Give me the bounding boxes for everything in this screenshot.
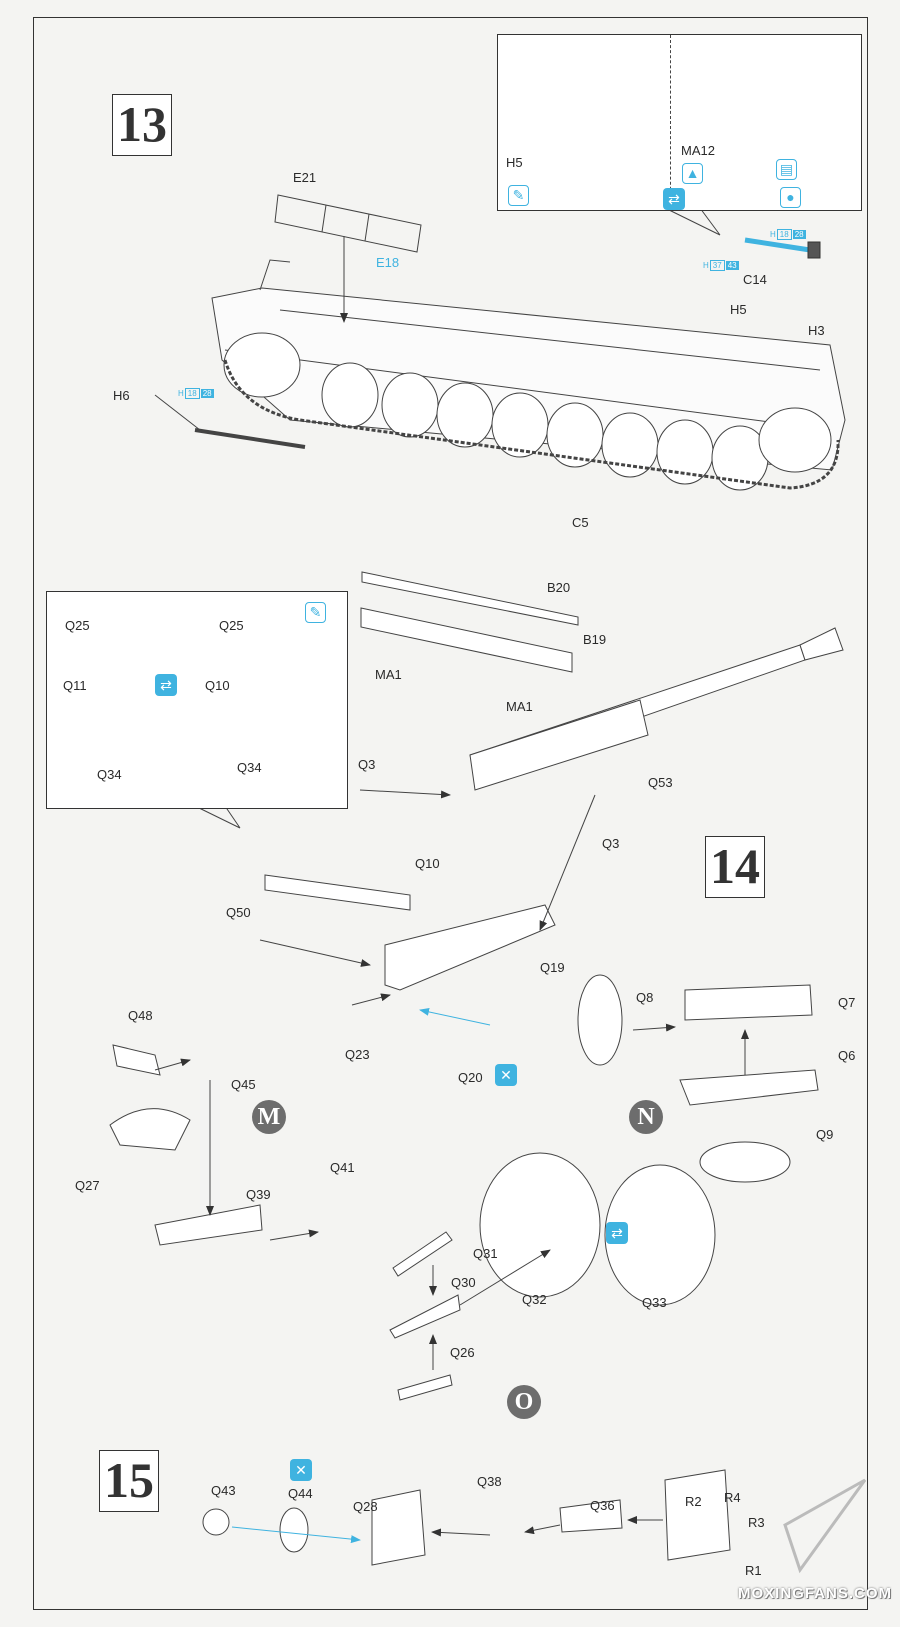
paint-ref-c14-top: H 18 28 [770, 229, 806, 240]
substep-n-badge: N [629, 1100, 663, 1134]
label-q45: Q45 [231, 1077, 256, 1092]
label-q31: Q31 [473, 1246, 498, 1261]
label-q30: Q30 [451, 1275, 476, 1290]
label-q33: Q33 [642, 1295, 667, 1310]
label-q6: Q6 [838, 1048, 856, 1063]
label-q10: Q10 [415, 856, 440, 871]
label-c5: C5 [572, 515, 589, 530]
detail-inset-left: Q25 Q25 Q11 Q10 Q34 Q34 ⇄ ✎ [46, 591, 348, 809]
label-q34-left: Q34 [97, 767, 122, 782]
label-h6: H6 [113, 388, 130, 403]
detail-inset-top: H5 MA12 ✎ ▲ ▤ ● [497, 34, 862, 211]
label-h3: H3 [808, 323, 825, 338]
label-q9: Q9 [816, 1127, 834, 1142]
label-b20: B20 [547, 580, 571, 595]
label-q11: Q11 [63, 678, 87, 693]
watermark-text: MOXINGFANS.COM [738, 1585, 893, 1602]
label-e21: E21 [293, 170, 317, 185]
label-q25-right: Q25 [219, 618, 244, 633]
substep-o-badge: O [507, 1385, 541, 1419]
part-e21-drawing [274, 194, 422, 253]
paint-ref-h6: H 18 28 [178, 388, 214, 399]
label-q53: Q53 [648, 775, 673, 790]
raise-icon: ▲ [682, 163, 703, 184]
label-q43: Q43 [211, 1483, 236, 1498]
label-q25-left: Q25 [65, 618, 90, 633]
label-q8: Q8 [636, 990, 654, 1005]
label-q34-right: Q34 [237, 760, 262, 775]
flip-side-icon: ⇄ [663, 188, 685, 210]
label-q3-top: Q3 [358, 757, 376, 772]
label-r2: R2 [685, 1494, 702, 1509]
label-q50: Q50 [226, 905, 251, 920]
label-q36: Q36 [590, 1498, 615, 1513]
substep-m-badge: M [252, 1100, 286, 1134]
label-q7: Q7 [838, 995, 856, 1010]
flip-side-icon: ⇄ [155, 674, 177, 696]
label-c14: C14 [743, 272, 767, 287]
label-q48: Q48 [128, 1008, 153, 1023]
label-h5: H5 [506, 155, 523, 170]
label-q41: Q41 [330, 1160, 355, 1175]
road-wheels-drawing [223, 332, 832, 491]
watermark-logo [783, 1478, 867, 1574]
label-q19: Q19 [540, 960, 565, 975]
part-b19-b20-drawing [360, 571, 579, 673]
flip-side-icon: ⇄ [606, 1222, 628, 1244]
step-15-badge: 15 [99, 1450, 159, 1512]
do-not-glue-icon: ✕ [290, 1459, 312, 1481]
label-e18: E18 [376, 255, 400, 270]
label-r1: R1 [745, 1563, 762, 1578]
etch-texture-icon: ▤ [776, 159, 797, 180]
label-r4: R4 [724, 1490, 741, 1505]
step-13-badge: 13 [112, 94, 172, 156]
label-q38: Q38 [477, 1474, 502, 1489]
label-q27: Q27 [75, 1178, 100, 1193]
label-b19: B19 [583, 632, 607, 647]
label-q10: Q10 [205, 678, 230, 693]
gun-barrel-drawing [469, 627, 844, 791]
label-q39: Q39 [246, 1187, 271, 1202]
label-ma1-right: MA1 [506, 699, 533, 714]
paint-brush-icon: ✎ [508, 185, 529, 206]
label-r3: R3 [748, 1515, 765, 1530]
label-ma12: MA12 [681, 143, 715, 158]
label-ma1-left: MA1 [375, 667, 402, 682]
page-frame [33, 17, 868, 1610]
label-q44: Q44 [288, 1486, 313, 1501]
label-q28: Q28 [353, 1499, 378, 1514]
label-q23: Q23 [345, 1047, 370, 1062]
label-q20: Q20 [458, 1070, 483, 1085]
label-q26: Q26 [450, 1345, 475, 1360]
label-h5: H5 [730, 302, 747, 317]
label-q3-bottom: Q3 [602, 836, 620, 851]
label-q32: Q32 [522, 1292, 547, 1307]
step-14-badge: 14 [705, 836, 765, 898]
paint-brush-icon: ✎ [305, 602, 326, 623]
glue-drop-icon: ● [780, 187, 801, 208]
do-not-glue-icon: ✕ [495, 1064, 517, 1086]
paint-ref-c14-left: H 37 43 [703, 260, 739, 271]
